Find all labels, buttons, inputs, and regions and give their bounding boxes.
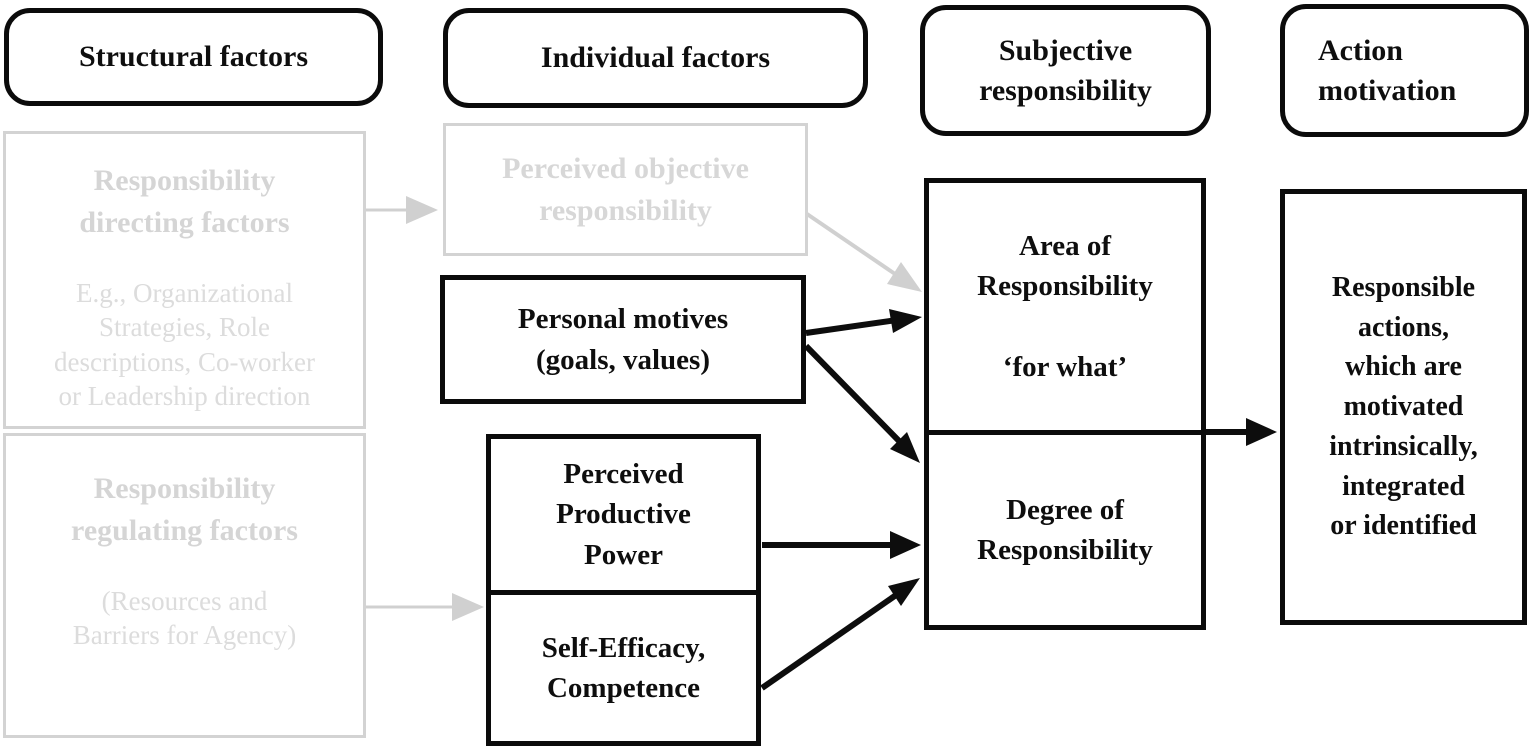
header-subjective-responsibility: Subjective responsibility (920, 5, 1211, 136)
arrow-motives-to-degree (803, 343, 920, 463)
directing-factors-title: Responsibility directing factors (79, 164, 290, 239)
box-degree-of-responsibility: Degree of Responsibility (977, 493, 1153, 566)
box-perceived-objective-responsibility: Perceived objective responsibility (443, 123, 808, 256)
directing-factors-examples: E.g., Organizational Strategies, Role de… (54, 278, 315, 411)
power-self-efficacy-divider (491, 590, 756, 595)
header-individual-factors: Individual factors (443, 8, 868, 108)
arrow-directing-to-perceived-objective (366, 196, 438, 224)
box-responsible-actions: Responsible actions, which are motivated… (1280, 189, 1527, 625)
arrow-motives-to-area (805, 309, 922, 336)
box-perceived-productive-power: Perceived Productive Power (556, 458, 691, 571)
arrow-regulating-to-self-efficacy (366, 593, 484, 621)
header-structural-factors: Structural factors (4, 8, 383, 106)
box-responsibility-regulating-factors: Responsibility regulating factors (Resou… (3, 433, 366, 738)
box-power-self-efficacy: Perceived Productive Power Self-Efficacy… (486, 434, 761, 746)
area-degree-divider (929, 430, 1201, 435)
arrow-perceived-objective-to-area (805, 212, 922, 292)
box-responsibility-directing-factors: Responsibility directing factors E.g., O… (3, 131, 366, 429)
box-self-efficacy-competence: Self-Efficacy, Competence (541, 631, 706, 704)
box-personal-motives: Personal motives (goals, values) (440, 275, 806, 404)
regulating-factors-examples: (Resources and Barriers for Agency) (72, 586, 297, 651)
arrow-subjective-to-actions (1206, 418, 1277, 446)
box-area-of-responsibility: Area of Responsibility ‘for what’ (977, 230, 1153, 383)
box-subjective-responsibility: Area of Responsibility ‘for what’ Degree… (924, 178, 1206, 630)
header-action-motivation: Action motivation (1280, 4, 1529, 137)
arrow-power-to-degree (762, 531, 921, 559)
arrow-self-efficacy-to-degree (760, 578, 920, 691)
regulating-factors-title: Responsibility regulating factors (71, 472, 298, 547)
